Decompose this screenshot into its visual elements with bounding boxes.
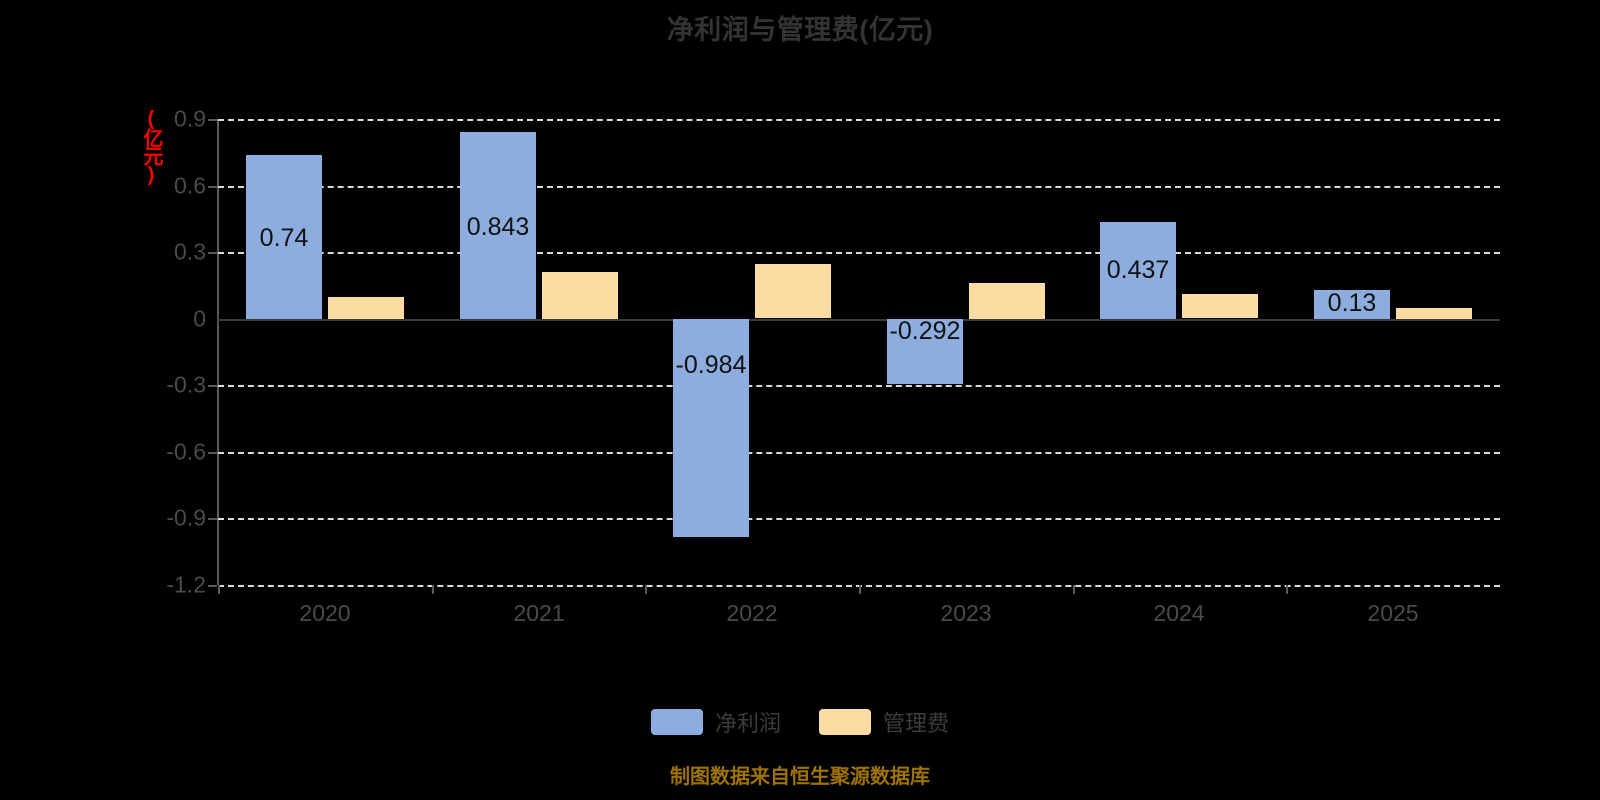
- y-axis-tick-label: -0.6: [166, 438, 206, 465]
- chart-legend: 净利润 管理费: [0, 706, 1600, 738]
- y-axis-tick: [208, 585, 217, 587]
- y-axis-tick: [208, 385, 217, 388]
- bar-value-label: -0.292: [889, 317, 961, 345]
- x-axis-tick-label: 2022: [726, 600, 778, 626]
- bar-管理费-2021[interactable]: [542, 272, 618, 319]
- gridline: [218, 119, 1500, 121]
- y-axis-tick: [208, 451, 217, 454]
- bar-value-label: 0.843: [466, 213, 530, 241]
- y-axis-tick-label: -0.3: [166, 371, 206, 398]
- gridline: [218, 518, 1500, 521]
- bar-净利润-2023[interactable]: [887, 319, 963, 384]
- y-axis-tick: [208, 518, 217, 521]
- y-axis-tick-label: -0.9: [166, 504, 206, 531]
- gridline: [218, 185, 1500, 188]
- bar-净利润-2024[interactable]: [1100, 222, 1176, 319]
- y-axis-line: [217, 119, 219, 585]
- y-axis-tick-label: 0.3: [174, 238, 206, 265]
- bar-value-label: 0.437: [1106, 256, 1170, 284]
- bar-净利润-2021[interactable]: [460, 132, 536, 319]
- bar-value-label: 0.13: [1327, 289, 1377, 317]
- bar-管理费-2022[interactable]: [755, 264, 831, 318]
- gridline: [218, 385, 1500, 388]
- y-axis-tick: [208, 119, 217, 121]
- y-axis-tick: [208, 252, 217, 255]
- x-axis-tick-label: 2021: [513, 600, 565, 626]
- chart-title: 净利润与管理费(亿元): [666, 15, 934, 45]
- bar-管理费-2024[interactable]: [1182, 294, 1258, 318]
- bar-净利润-2020[interactable]: [246, 155, 322, 319]
- x-axis-tick: [645, 585, 647, 594]
- y-axis-unit-label: (亿元): [140, 108, 162, 184]
- legend-label: 净利润: [714, 711, 781, 736]
- bar-value-label: 0.74: [259, 224, 309, 252]
- bar-管理费-2023[interactable]: [969, 283, 1045, 319]
- bar-管理费-2025[interactable]: [1396, 308, 1472, 319]
- y-axis-tick: [208, 185, 217, 188]
- gridline: [218, 451, 1500, 454]
- y-axis-tick-label: 0.6: [174, 172, 206, 199]
- y-axis-tick-label: 0: [193, 305, 206, 332]
- y-axis-tick-label: 0.9: [174, 105, 206, 132]
- legend-item-管理费[interactable]: 管理费: [819, 706, 949, 738]
- x-axis-tick-label: 2023: [940, 600, 992, 626]
- x-axis-tick: [1286, 585, 1288, 594]
- legend-label: 管理费: [883, 711, 950, 736]
- legend-swatch: [819, 709, 871, 735]
- x-axis-tick: [1073, 585, 1075, 594]
- x-axis-tick-label: 2024: [1153, 600, 1205, 626]
- legend-swatch: [650, 709, 703, 735]
- bar-净利润-2022[interactable]: [673, 319, 749, 537]
- x-axis-tick: [432, 585, 434, 594]
- bar-管理费-2020[interactable]: [328, 297, 404, 319]
- gridline: [218, 252, 1500, 255]
- footer-note: 制图数据来自恒生聚源数据库: [670, 766, 930, 788]
- bar-value-label: -0.984: [675, 351, 747, 379]
- bar-净利润-2025[interactable]: [1314, 290, 1390, 319]
- x-axis-tick: [859, 585, 861, 594]
- x-axis-tick-label: 2020: [299, 600, 351, 626]
- gridline: [218, 318, 1500, 321]
- legend-item-净利润[interactable]: 净利润: [650, 706, 781, 738]
- y-axis-tick-label: -1.2: [166, 571, 206, 598]
- x-axis-tick: [218, 585, 220, 594]
- x-axis-tick-label: 2025: [1367, 600, 1419, 626]
